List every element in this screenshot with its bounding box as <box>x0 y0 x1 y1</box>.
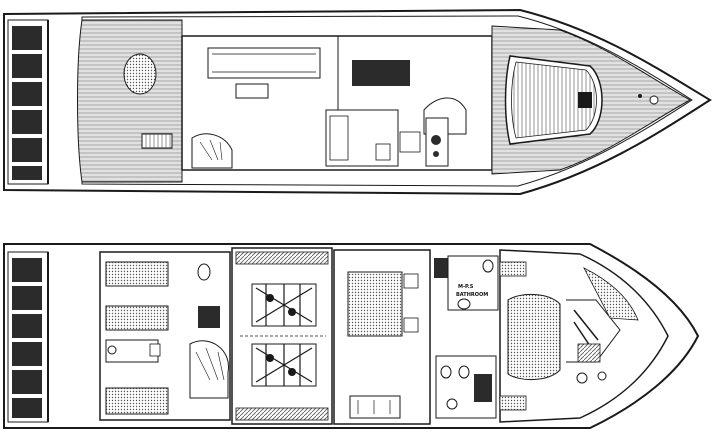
vip-bed <box>507 294 561 380</box>
cockpit-stairs <box>141 133 173 149</box>
anchor-windlass <box>649 95 659 105</box>
main-swim-platform <box>7 19 49 185</box>
crew-bunk-mid <box>105 305 169 331</box>
aft-cockpit-teak <box>77 19 183 183</box>
crew-bunk-top <box>105 261 169 287</box>
foredeck-hatch <box>578 92 592 108</box>
crew-bunk-bottom <box>105 387 169 415</box>
master-bed <box>347 271 403 337</box>
cockpit-table <box>123 53 157 95</box>
saloon-sofa <box>207 47 321 79</box>
lower-swim-platform <box>7 251 49 423</box>
main-deck-inner-hull <box>81 15 693 187</box>
bow-locker <box>583 267 639 321</box>
saloon-tv-unit <box>352 60 410 86</box>
helm-station <box>423 97 467 167</box>
lower-deck: M-P.S BATHROOM <box>3 243 700 429</box>
engine-starboard <box>251 343 317 387</box>
main-deck <box>3 8 712 196</box>
bathroom-label-2: BATHROOM <box>456 292 488 298</box>
bathroom-label-1: M-P.S <box>458 284 474 290</box>
master-sofa <box>349 395 401 419</box>
engine-port <box>251 283 317 327</box>
saloon-coffee-table <box>235 83 269 99</box>
